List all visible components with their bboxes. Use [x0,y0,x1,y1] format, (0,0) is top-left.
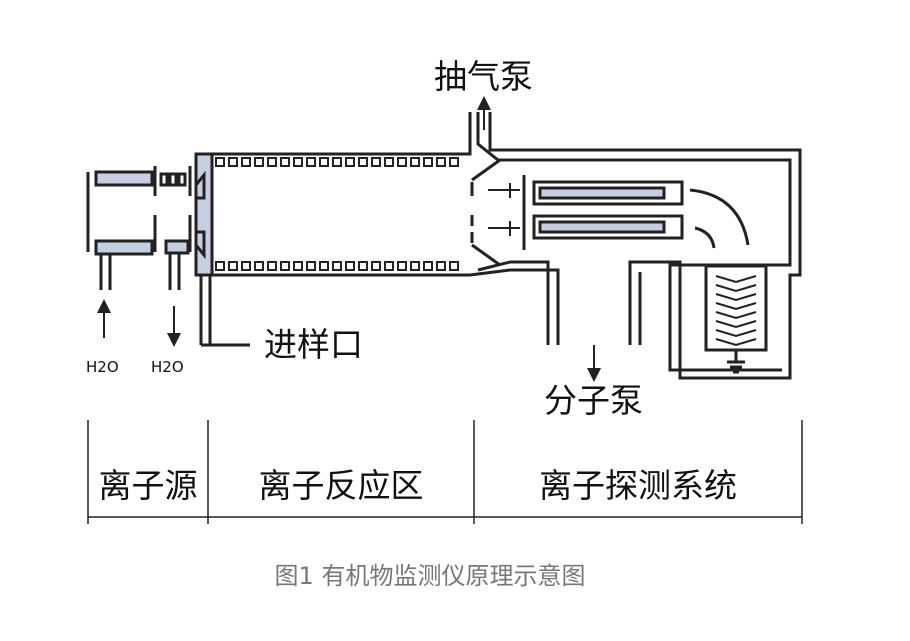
entrance-cone [471,158,501,267]
water-in-label: H2O [86,358,119,376]
ring-electrode [332,261,342,271]
chamber-inner-lower-wall [477,260,550,345]
ring-electrode [410,157,420,167]
section-reaction-region: 离子反应区 [259,466,424,505]
dynode [715,338,757,347]
deflector-arc [694,226,716,249]
ring-electrode [215,157,225,167]
detector-dynodes [715,275,757,347]
ring-electrode [436,261,446,271]
figure-caption: 图1 有机物监测仪原理示意图 [275,562,586,590]
ion-reaction-tube [212,152,462,277]
dynode [715,275,757,284]
ring-electrode [358,157,368,167]
ring-electrode [436,157,446,167]
source-bottom-electrode [94,239,154,256]
ring-electrode [345,157,355,167]
ring-electrode [241,157,251,167]
focus-lens-top [488,183,520,198]
ring-electrode [293,261,303,271]
analyzer-rod-bottom [538,220,666,234]
section-ion-source: 离子源 [99,466,198,505]
sample-inlet [194,152,250,347]
dynode [715,311,757,320]
source-plate [159,172,169,187]
ring-electrode [371,157,381,167]
source-small-electrode [164,239,190,255]
focus-lens-bottom [488,221,520,236]
ring-electrode [241,261,251,271]
ring-electrode [410,261,420,271]
dynode [715,320,757,329]
ring-electrodes-bottom [215,261,459,271]
ring-electrode [228,157,238,167]
deflector-arc [689,188,750,246]
ring-electrode [449,157,459,167]
ring-electrode [228,261,238,271]
ring-electrode [384,261,394,271]
analyzer-rod-top [538,186,666,200]
ring-electrode [267,157,277,167]
chamber-outer-wall [462,112,802,380]
ring-electrode [397,261,407,271]
analyzer-frame [532,214,684,240]
ring-electrode [358,261,368,271]
ring-electrode [254,261,264,271]
section-ruler [87,420,803,524]
pump-top-label: 抽气泵 [434,57,533,96]
ring-electrode [319,261,329,271]
source-plate [168,172,178,187]
source-top-electrode [94,170,154,187]
ring-electrode [345,261,355,271]
ring-electrode [267,261,277,271]
inlet-label: 进样口 [264,325,363,364]
ring-electrode [280,261,290,271]
ring-electrode [306,261,316,271]
ion-source [86,166,192,290]
ring-electrode [293,157,303,167]
inlet-lip-top [194,170,206,200]
ring-electrode [306,157,316,167]
analyzer-frame [532,180,684,206]
ring-electrode [371,261,381,271]
ring-electrode [423,261,433,271]
dynode [715,329,757,338]
dynode [715,293,757,302]
flow-arrows [97,96,601,382]
detection-chamber [462,112,802,380]
chamber-inner-wall [476,112,792,372]
ring-electrode [449,261,459,271]
ring-electrode [332,157,342,167]
ring-electrode [254,157,264,167]
ring-electrode [280,157,290,167]
chamber-lower-wall [462,268,560,345]
ring-electrodes-top [215,157,459,167]
section-detection-system: 离子探测系统 [539,466,737,505]
ring-electrode [397,157,407,167]
ring-electrode [215,261,225,271]
ring-electrode [319,157,329,167]
ring-electrode [423,157,433,167]
source-plate [177,172,187,187]
pump-bottom-label: 分子泵 [544,381,643,420]
water-out-label: H2O [151,358,184,376]
dynode [715,284,757,293]
dynode [715,302,757,311]
ring-electrode [384,157,394,167]
inlet-lip-bottom [194,230,206,260]
